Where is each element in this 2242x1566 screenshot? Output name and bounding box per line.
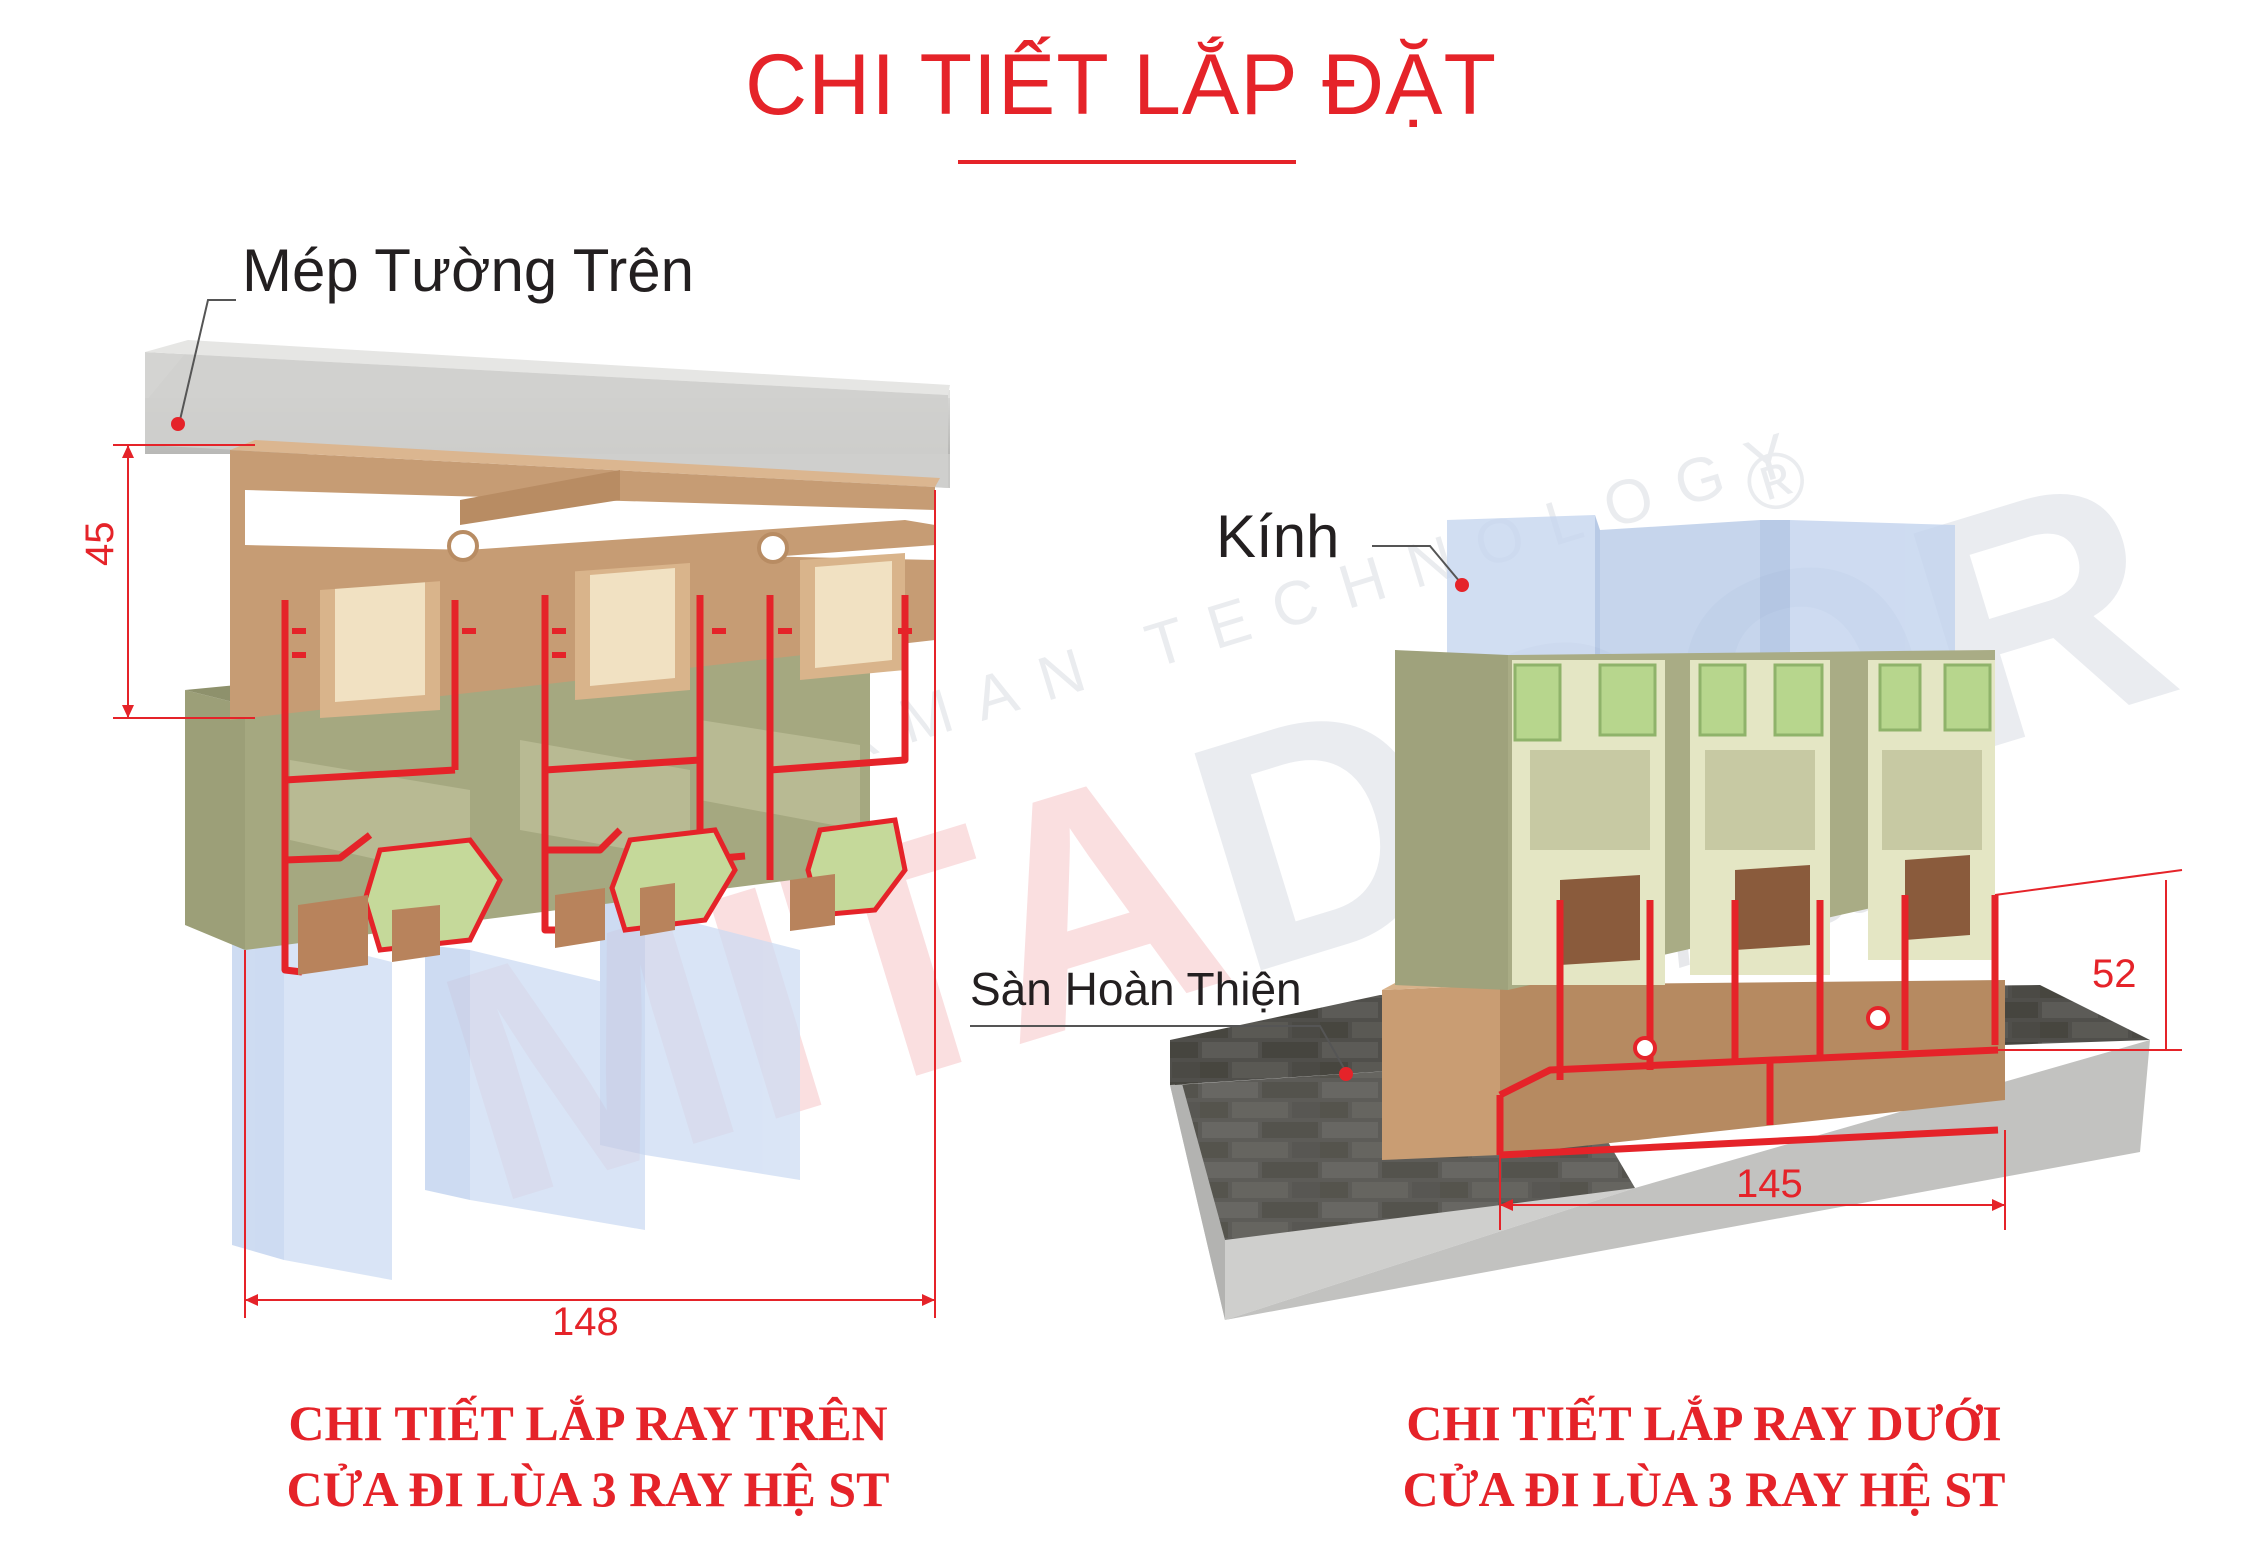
bottom-rail-width-dimension: 145 <box>1736 1162 1803 1206</box>
bottom-frame-cream-shadow <box>1530 750 1982 850</box>
top-wall-label: Mép Tường Trên <box>242 237 694 304</box>
title-underline <box>958 160 1296 164</box>
bottom-rail-caption-line1: CHI TIẾT LẮP RAY DƯỚI <box>1406 1395 2002 1451</box>
bottom-track-rollers <box>1560 855 1970 965</box>
top-rail-diagram <box>113 299 950 1318</box>
top-rail-width-dimension: 148 <box>552 1300 619 1344</box>
bottom-rail-height-dimension: 52 <box>2092 952 2137 996</box>
bottom-rail-caption: CHI TIẾT LẮP RAY DƯỚI CỬA ĐI LÙA 3 RAY H… <box>1254 1390 2154 1522</box>
floor-label-dot <box>1339 1067 1353 1081</box>
bottom-rail-holes <box>1633 1006 1890 1060</box>
bottom-dimension-lines <box>1499 869 2183 1230</box>
top-rail-wood <box>230 440 940 720</box>
top-profile-tabs <box>292 628 912 658</box>
top-red-profile <box>281 595 909 976</box>
glass-label-dot <box>1455 578 1469 592</box>
glass-label: Kính <box>1216 503 1340 570</box>
glass-label-leader <box>1372 545 1461 583</box>
top-wood-rollers <box>298 874 835 975</box>
top-rail-caption-line2: CỬA ĐI LÙA 3 RAY HỆ ST <box>286 1461 890 1517</box>
floor-label-leader <box>970 1025 1346 1071</box>
bottom-rail-diagram <box>970 515 2183 1320</box>
top-dimension-lines <box>113 444 936 1318</box>
top-rail-height-dimension: 45 <box>78 521 122 567</box>
bottom-red-profile <box>1496 895 1999 1159</box>
finished-floor-label: Sàn Hoàn Thiện <box>970 963 1302 1015</box>
top-glass-panes <box>232 900 800 1280</box>
bottom-rail-caption-line2: CỬA ĐI LÙA 3 RAY HỆ ST <box>1402 1461 2006 1517</box>
top-rail-caption-line1: CHI TIẾT LẮP RAY TRÊN <box>288 1395 888 1451</box>
page-title: CHI TIẾT LẮP ĐẶT <box>745 37 1497 133</box>
bottom-green-gaskets <box>1513 663 1992 742</box>
top-rail-caption: CHI TIẾT LẮP RAY TRÊN CỬA ĐI LÙA 3 RAY H… <box>138 1390 1038 1522</box>
wall-label-dot <box>171 417 185 431</box>
wall-label-leader <box>179 299 236 421</box>
